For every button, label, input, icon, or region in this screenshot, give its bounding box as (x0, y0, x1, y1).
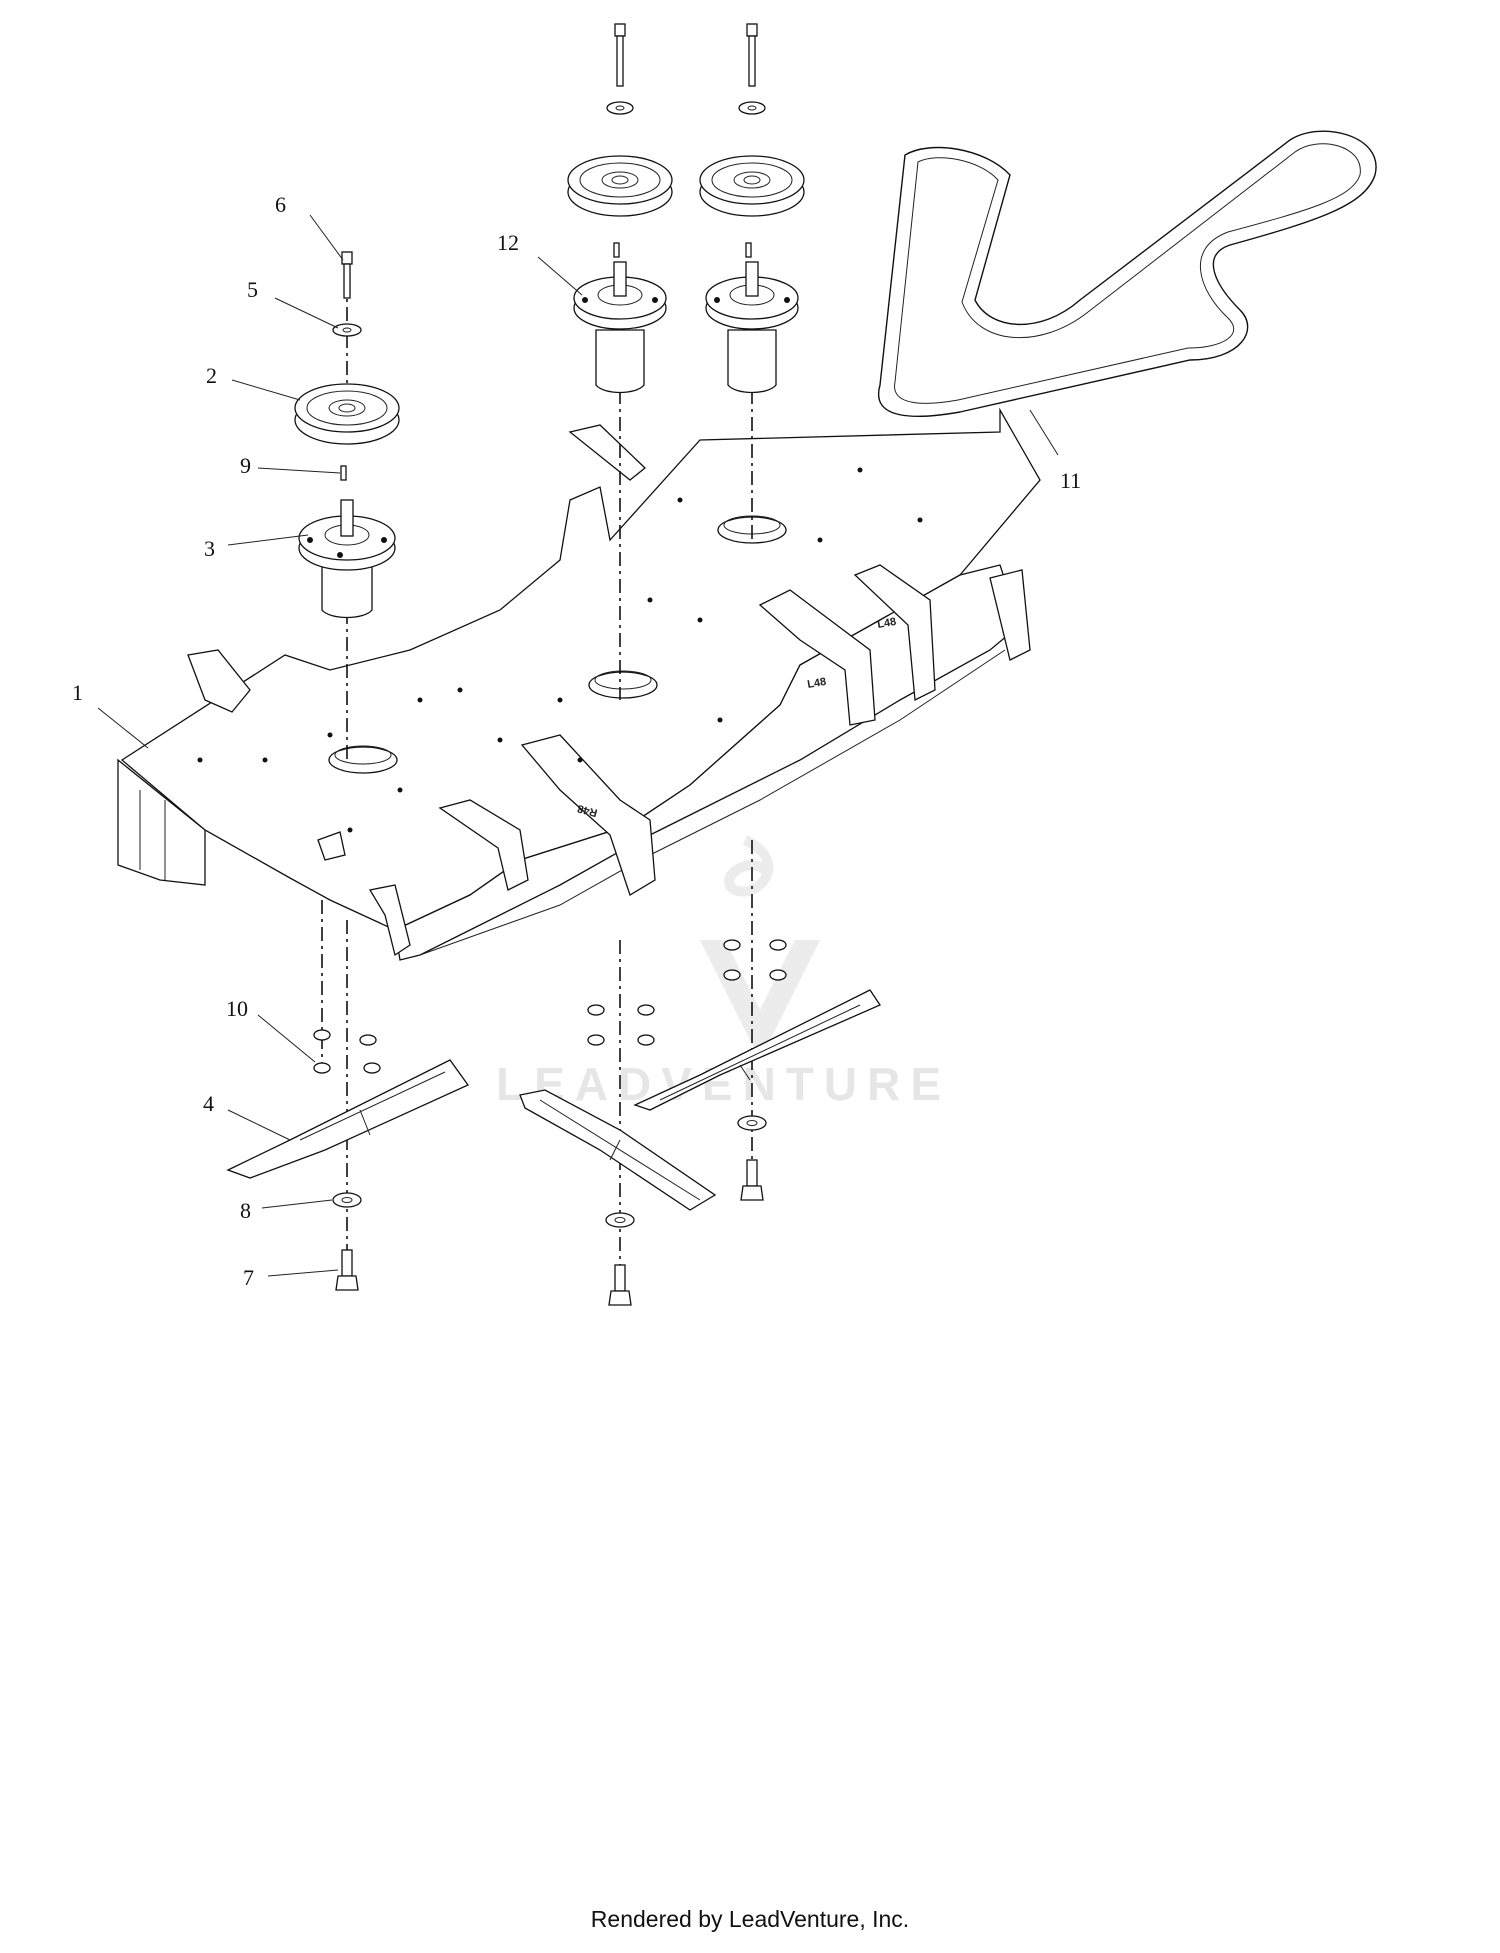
center-spindle-stack (567, 23, 673, 394)
callout-6: 6 (275, 192, 286, 217)
deck-mark-r48: R48 (576, 802, 599, 819)
callout-labels: 6 5 2 9 3 1 12 11 10 4 8 7 (72, 192, 1081, 1290)
footer-credit: Rendered by LeadVenture, Inc. (590, 1906, 910, 1932)
callout-5: 5 (247, 277, 258, 302)
callout-11: 11 (1060, 468, 1081, 493)
callout-12: 12 (497, 230, 519, 255)
right-spindle-stack (699, 23, 805, 394)
left-spindle-stack (294, 251, 400, 619)
callout-7: 7 (243, 1265, 254, 1290)
callout-9: 9 (240, 453, 251, 478)
blades-and-hardware (226, 939, 881, 1306)
callout-1: 1 (72, 680, 83, 705)
drive-belt (877, 130, 1377, 418)
callout-3: 3 (204, 536, 215, 561)
mower-deck: L48 L48 R48 (117, 407, 1041, 961)
callout-2: 2 (206, 363, 217, 388)
deck-mark-l48-a: L48 (806, 676, 827, 691)
callout-4: 4 (203, 1091, 214, 1116)
callout-8: 8 (240, 1198, 251, 1223)
leader-lines (97, 214, 1059, 1277)
deck-mark-l48-b: L48 (876, 616, 897, 631)
callout-10: 10 (226, 996, 248, 1021)
